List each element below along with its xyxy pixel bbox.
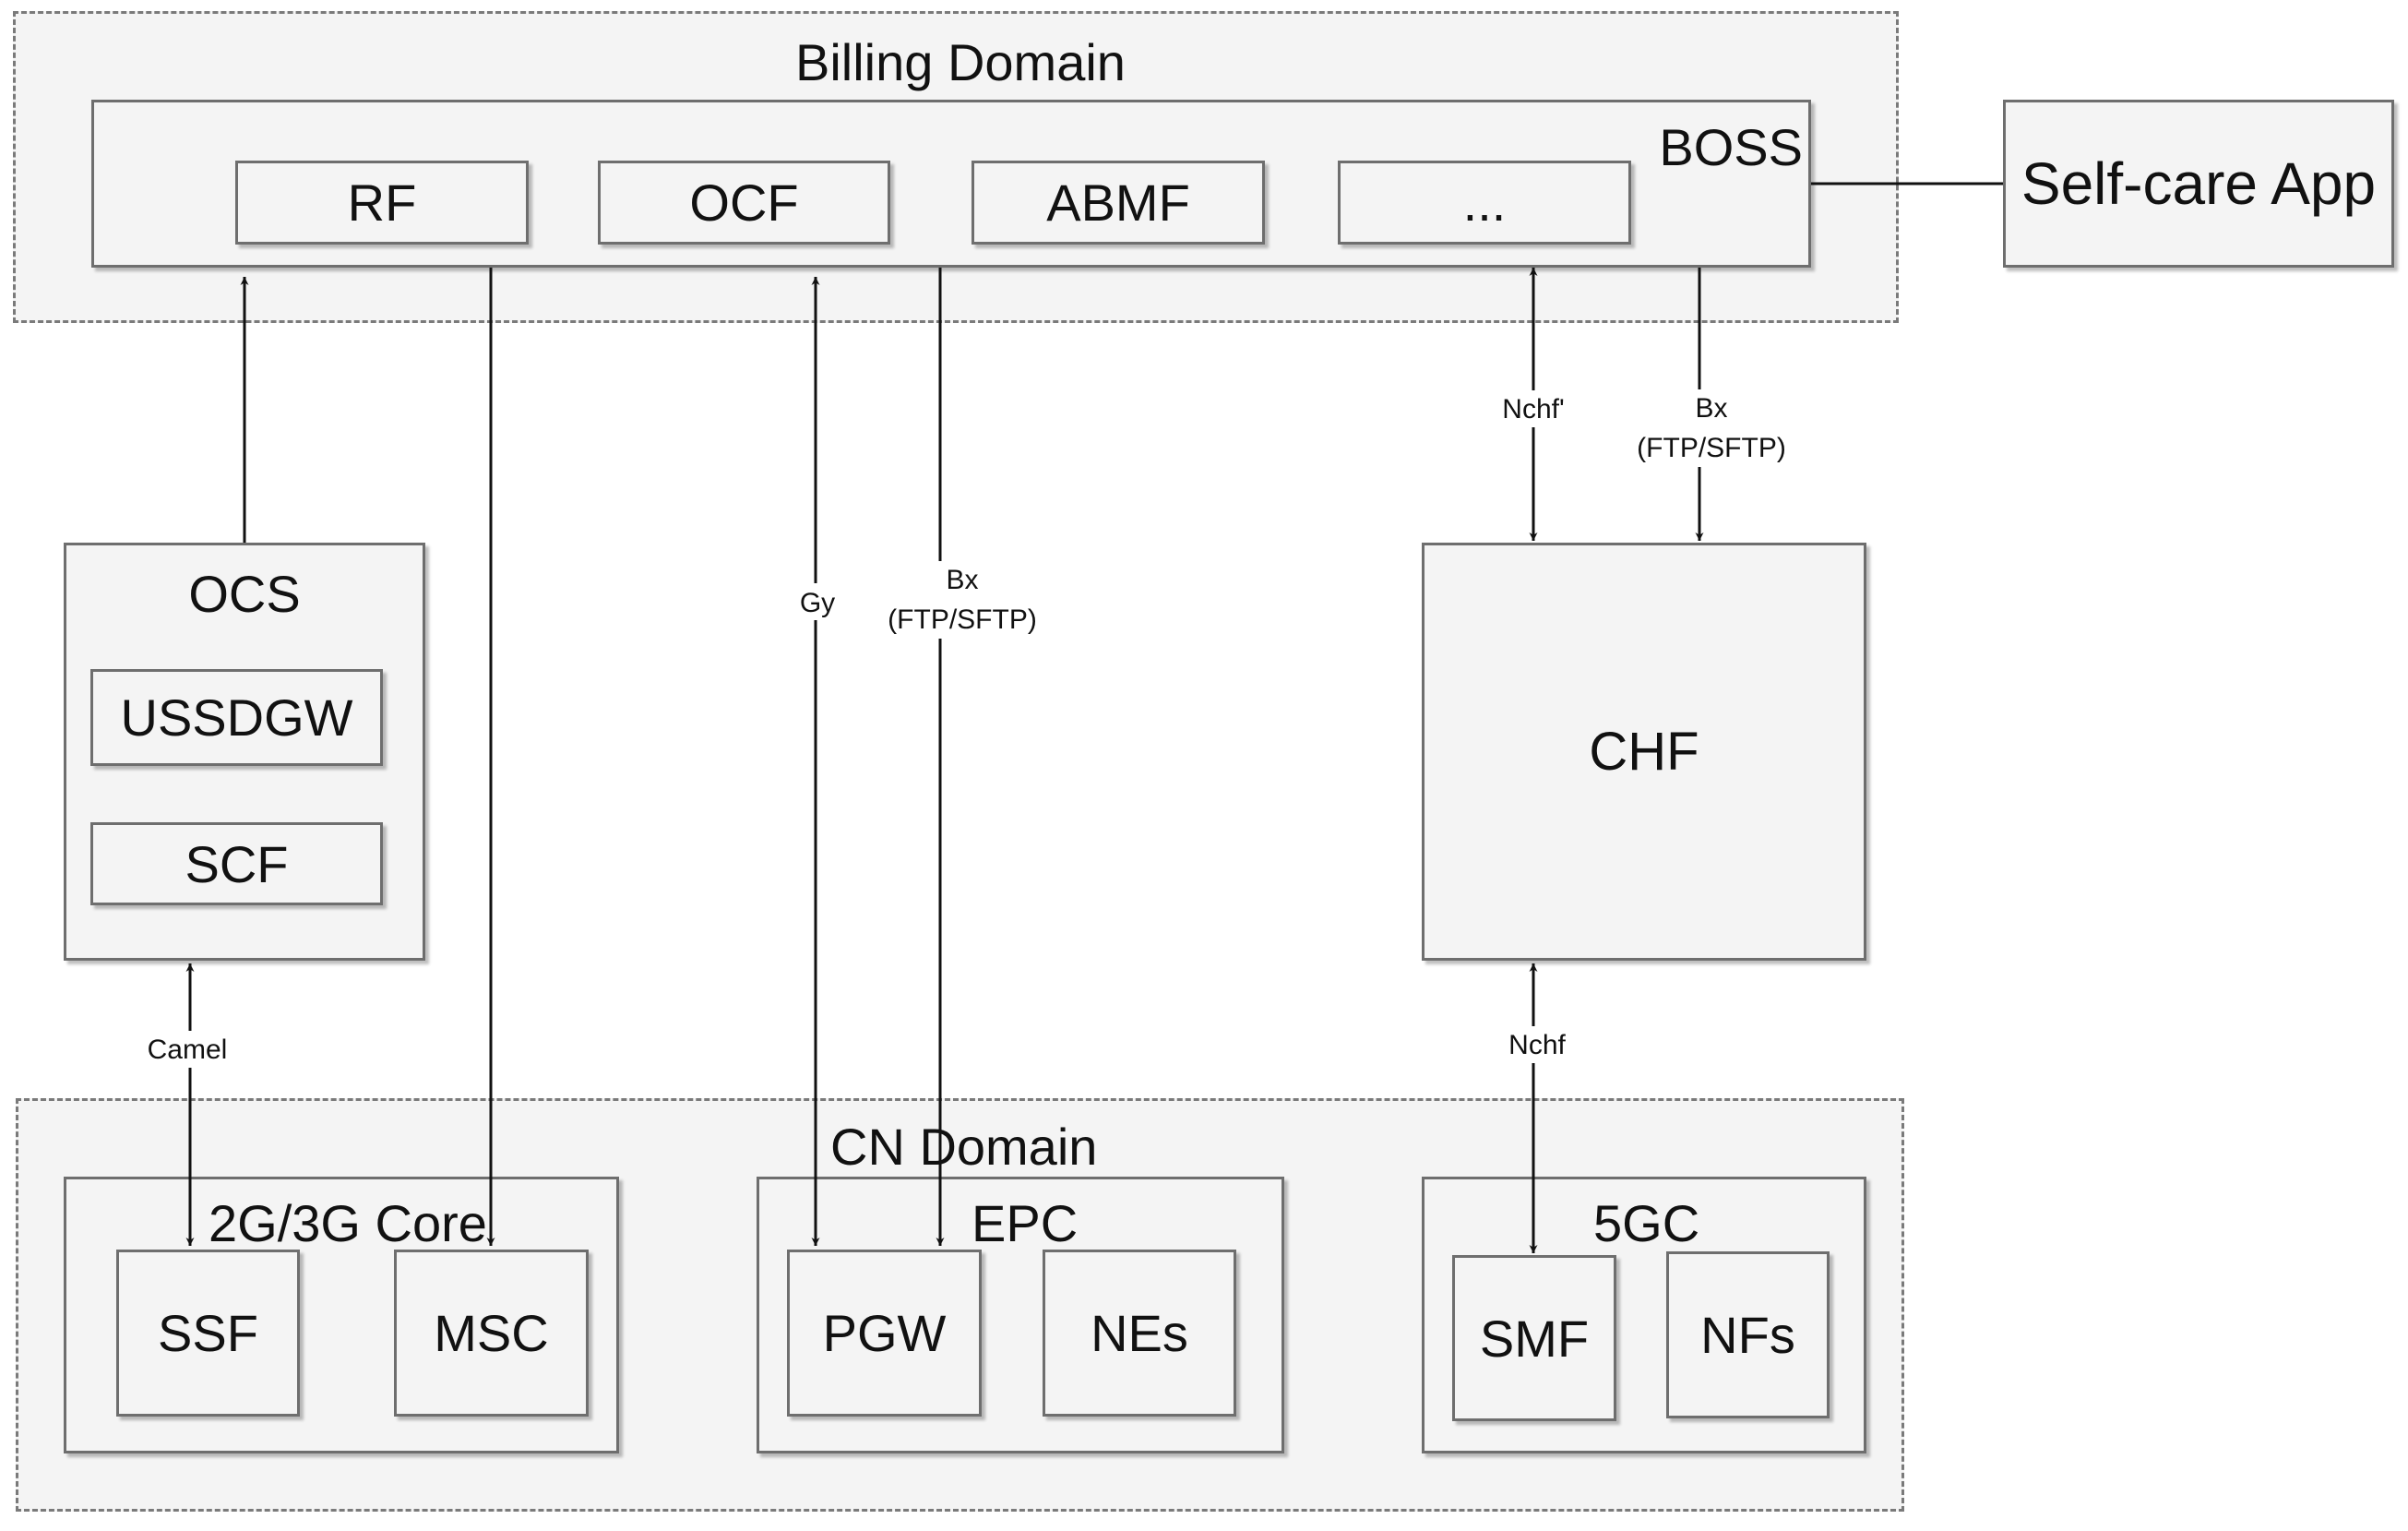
core-2g3g-title: 2G/3G Core bbox=[209, 1194, 487, 1252]
ocf-module: OCF bbox=[598, 161, 890, 245]
boss-title: BOSS bbox=[1659, 118, 1803, 176]
scf-module: SCF bbox=[90, 822, 383, 905]
more-modules: ... bbox=[1338, 161, 1631, 245]
nes-node: NEs bbox=[1043, 1250, 1236, 1417]
ussdgw-module: USSDGW bbox=[90, 669, 383, 766]
chf-node: CHF bbox=[1422, 543, 1866, 961]
ssf-node: SSF bbox=[116, 1250, 300, 1417]
nchf-label: Nchf bbox=[1508, 1030, 1566, 1060]
bx-chf-label-line1: Bx bbox=[1695, 393, 1727, 424]
nfs-node: NFs bbox=[1666, 1251, 1830, 1418]
self-care-app: Self-care App bbox=[2003, 100, 2394, 268]
smf-node: SMF bbox=[1452, 1255, 1616, 1421]
abmf-module: ABMF bbox=[972, 161, 1265, 245]
msc-node: MSC bbox=[394, 1250, 589, 1417]
nchf-prime-label: Nchf' bbox=[1502, 394, 1564, 425]
rf-module: RF bbox=[235, 161, 529, 245]
camel-label: Camel bbox=[148, 1035, 228, 1065]
gy-label: Gy bbox=[800, 588, 835, 618]
epc-title: EPC bbox=[972, 1194, 1079, 1252]
pgw-node: PGW bbox=[787, 1250, 982, 1417]
bx-epc-label-line2: (FTP/SFTP) bbox=[888, 604, 1037, 635]
billing-domain-title: Billing Domain bbox=[795, 33, 1126, 91]
bx-epc-label-line1: Bx bbox=[946, 565, 978, 595]
ocs-title: OCS bbox=[188, 565, 301, 623]
bx-chf-label-line2: (FTP/SFTP) bbox=[1637, 433, 1786, 463]
cn-domain-title: CN Domain bbox=[830, 1118, 1098, 1176]
fivegc-title: 5GC bbox=[1593, 1194, 1700, 1252]
